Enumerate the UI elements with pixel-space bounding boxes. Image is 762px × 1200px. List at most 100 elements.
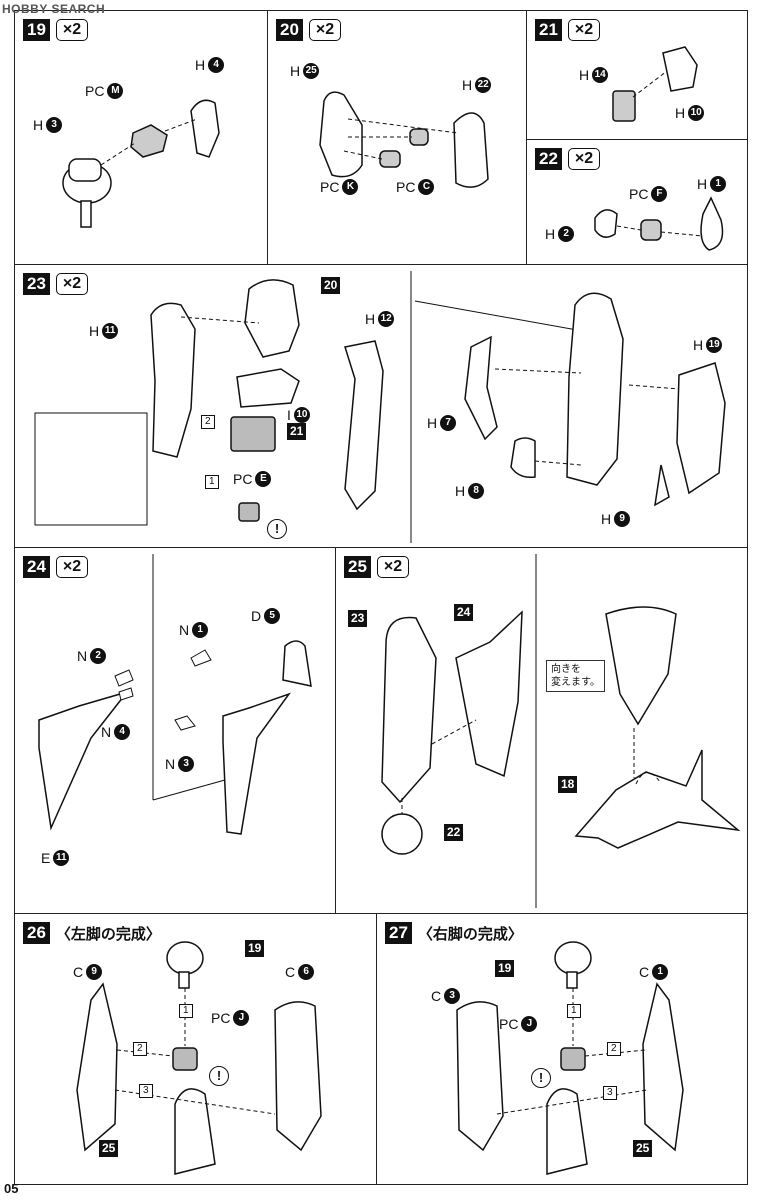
part-number: 19 [706,337,723,353]
part-number: 1 [710,176,727,192]
runner-letter: N [165,756,176,772]
part-reference: 24 [454,604,474,621]
part-reference: 22 [444,824,464,841]
step-26-illustration [76,941,322,1175]
step-21-header: 21 ×2 [535,19,601,41]
runner-letter: PC [499,1016,519,1032]
runner-letter: H [195,57,206,73]
runner-letter: H [545,226,556,242]
part-reference: 19 [495,960,515,977]
runner-letter: D [251,608,262,624]
order-marker: 2 [607,1042,621,1056]
quantity-badge: ×2 [376,556,410,578]
caution-icon: ! [267,519,287,539]
part-ref-19: 19 [245,940,265,957]
part-number: 11 [102,323,119,339]
part-number: 22 [475,77,492,93]
step-27-header: 27 〈右脚の完成〉 [385,922,523,944]
part-ref-18: 18 [558,776,578,793]
part-number: K [342,179,359,195]
quantity-badge: ×2 [55,273,89,295]
step-25-header: 25 ×2 [344,556,410,578]
runner-letter: E [41,850,51,866]
part-number: M [107,83,124,99]
part-ref-19: 19 [495,960,515,977]
quantity-badge: ×2 [55,556,89,578]
order-marker: 1 [179,1004,193,1018]
runner-letter: PC [85,83,105,99]
step-number: 26 [23,922,50,944]
step-number: 21 [535,19,562,41]
runner-letter: C [639,964,650,980]
step-number: 19 [23,19,50,41]
part-ref-25: 25 [633,1140,653,1157]
runner-letter: C [431,988,442,1004]
step-title: 〈左脚の完成〉 [55,925,161,943]
part-number: E [255,471,272,487]
order-one: 1 [205,475,219,489]
part-reference: 18 [558,776,578,793]
part-number: 12 [378,311,395,327]
step-27-illustration [456,941,684,1175]
part-number: 5 [264,608,281,624]
order-three: 3 [603,1086,617,1100]
quantity-badge: ×2 [567,19,601,41]
part-number: 6 [298,964,315,980]
part-reference: 25 [99,1140,119,1157]
step-24-header: 24 ×2 [23,556,89,578]
part-number: 9 [614,511,631,527]
order-marker: 2 [133,1042,147,1056]
runner-letter: PC [320,179,340,195]
runner-letter: C [285,964,296,980]
part-number: 11 [53,850,70,866]
order-three: 3 [139,1084,153,1098]
step-title: 〈右脚の完成〉 [417,925,523,943]
runner-letter: H [693,337,704,353]
part-ref-25: 25 [99,1140,119,1157]
runner-letter: PC [211,1010,231,1026]
runner-letter: H [455,483,466,499]
step-23-header: 23 ×2 [23,273,89,295]
part-number: 9 [86,964,103,980]
step-19-header: 19 ×2 [23,19,89,41]
order-one: 1 [179,1004,193,1018]
part-number: 7 [440,415,457,431]
quantity-badge: ×2 [55,19,89,41]
runner-letter: H [675,105,686,121]
part-reference: 21 [287,423,307,440]
step-20-illustration [319,91,489,188]
order-two: 2 [607,1042,621,1056]
part-number: 1 [652,964,669,980]
part-number: 2 [558,226,575,242]
quantity-badge: ×2 [308,19,342,41]
runner-letter: H [365,311,376,327]
caution-icon: ! [209,1066,229,1086]
runner-letter: N [77,648,88,664]
